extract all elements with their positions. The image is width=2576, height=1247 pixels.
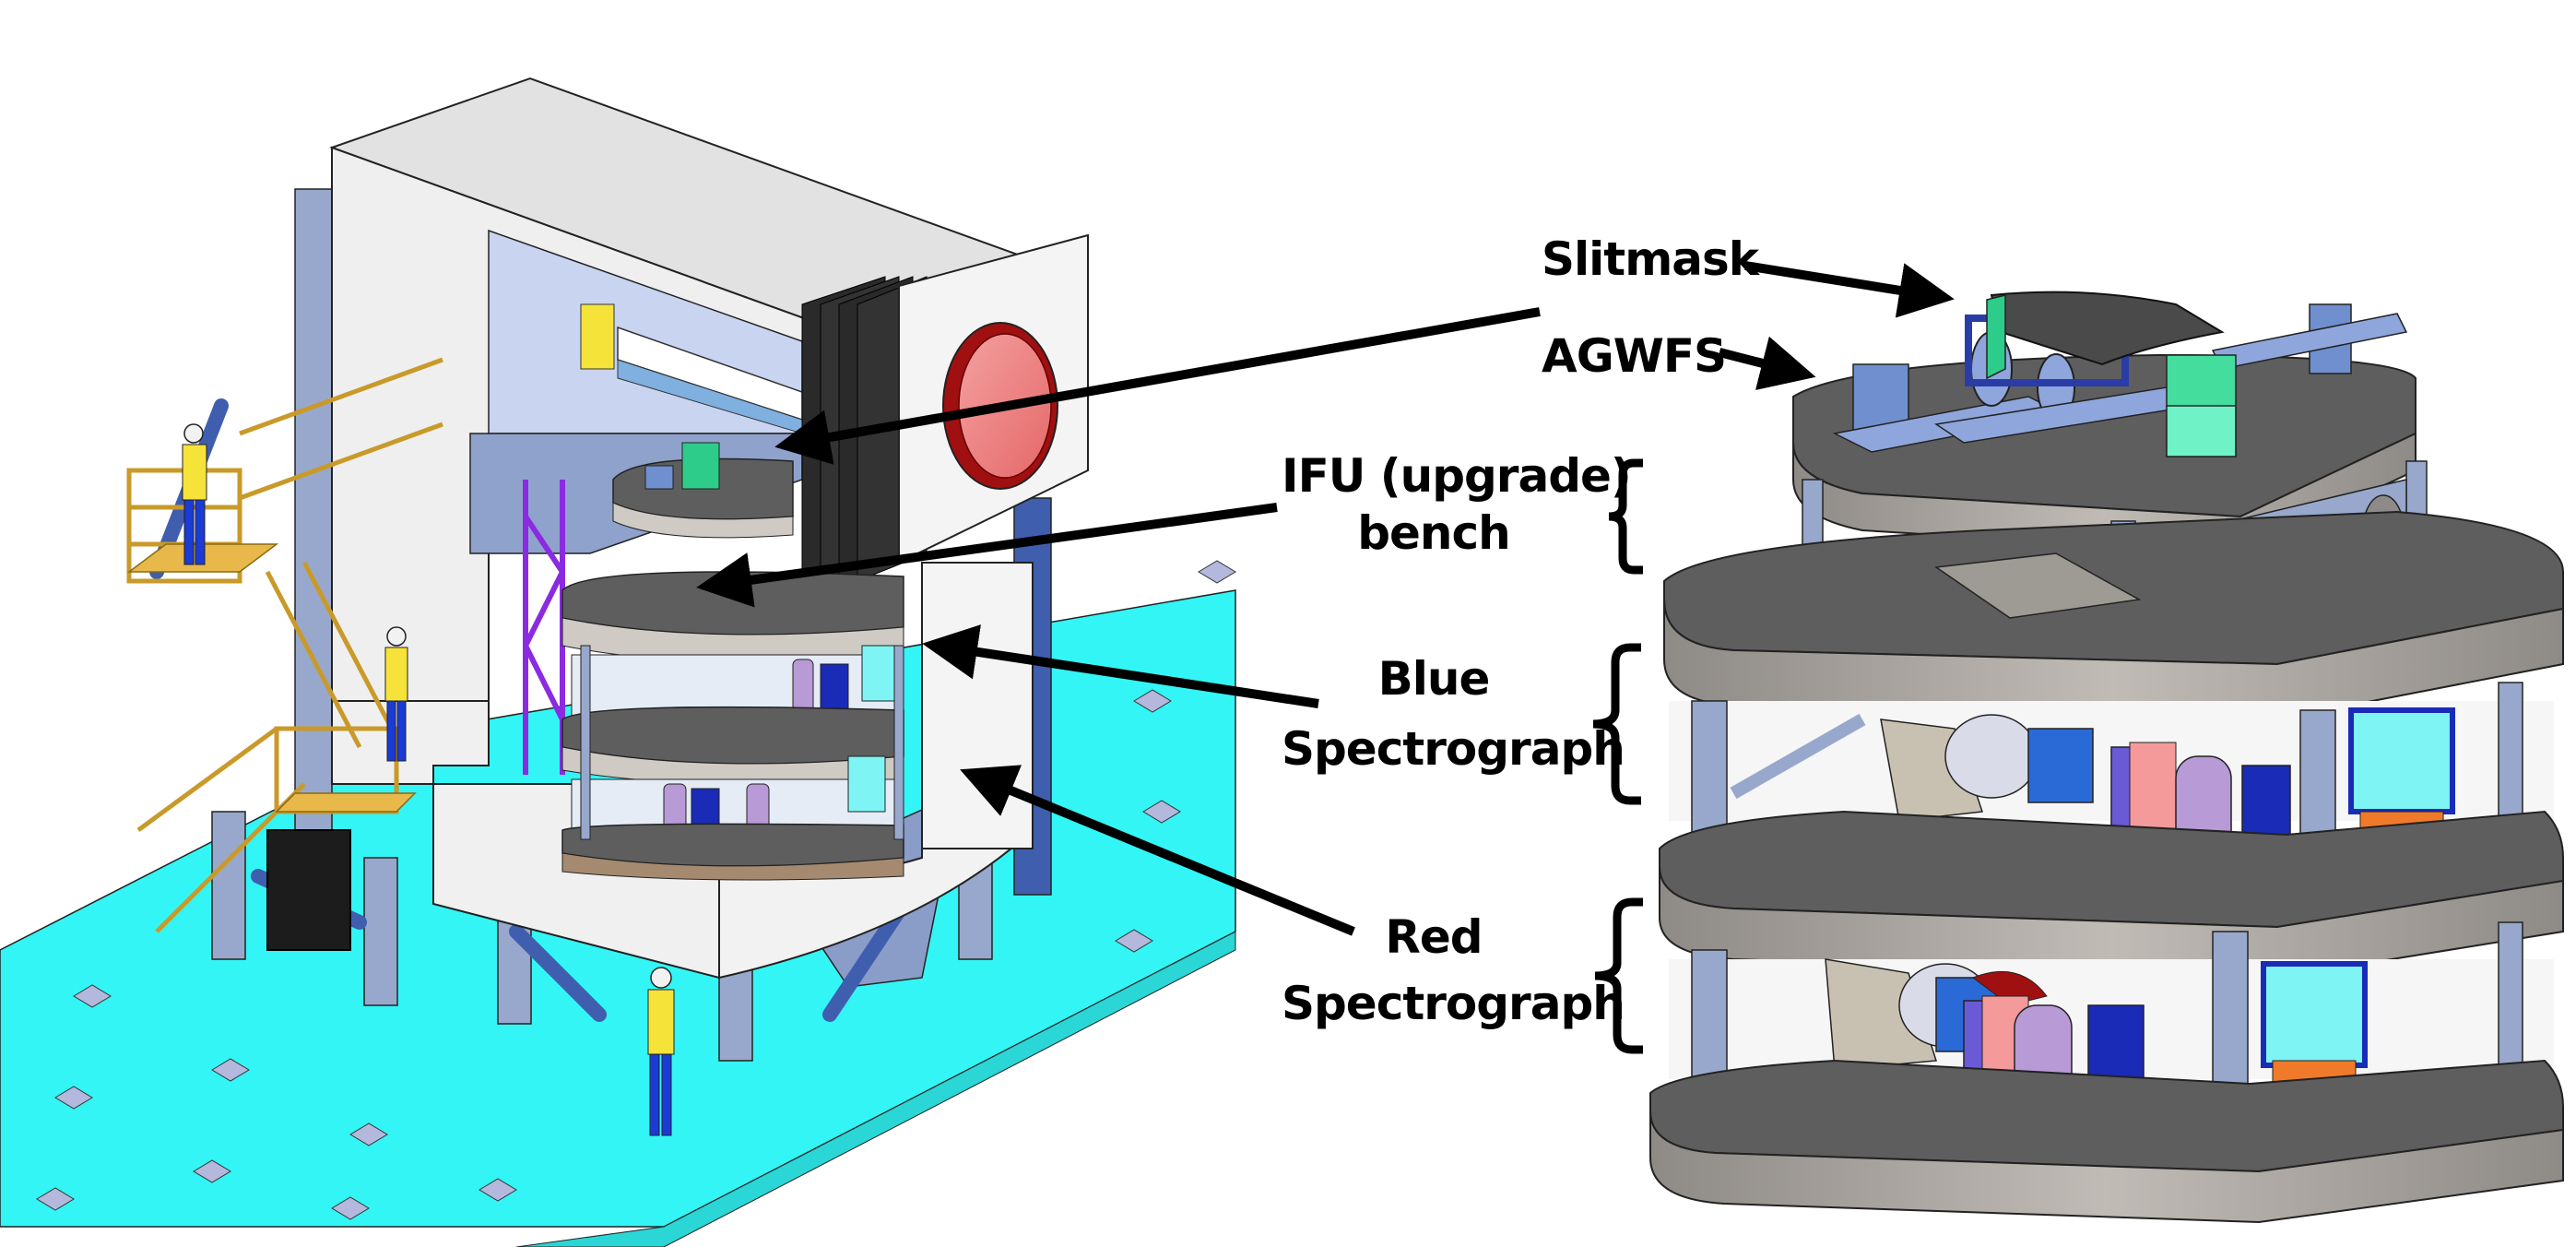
callout-arrows xyxy=(696,261,1955,936)
label-agwfs: AGWFS xyxy=(1542,327,1727,385)
label-blue-line1: Blue xyxy=(1377,652,1491,706)
label-blue-line2: Spectrograph xyxy=(1282,722,1625,776)
slitmask-green-housing xyxy=(1986,294,2006,380)
right-pillar xyxy=(921,562,1034,849)
brace-red xyxy=(1594,897,1643,1054)
person-upper-platform xyxy=(182,423,207,565)
label-red-spectrograph: Red Spectrograph xyxy=(1282,909,1625,1032)
enclosure-lower-body xyxy=(331,700,720,980)
label-braces xyxy=(1592,458,1643,1054)
middle-bench xyxy=(1659,810,2564,980)
arrow-slitmask-right xyxy=(1744,261,1955,318)
arrow-agwfs xyxy=(1718,336,1816,390)
label-red-line1: Red xyxy=(1385,910,1483,964)
ifu-bench xyxy=(1663,510,2564,721)
brace-ifu xyxy=(1608,458,1643,575)
right-bench-stack-view xyxy=(1649,291,2564,1224)
label-ifu-line1: IFU (upgrade) xyxy=(1282,449,1632,503)
lower-landing xyxy=(275,792,417,813)
label-ifu-bench: IFU (upgrade) bench xyxy=(1282,447,1632,562)
label-ifu-line2: bench xyxy=(1357,506,1511,560)
bottom-bench xyxy=(1649,1059,2564,1224)
brace-blue xyxy=(1592,643,1641,805)
label-agwfs-text: AGWFS xyxy=(1542,329,1727,383)
label-blue-spectrograph: Blue Spectrograph xyxy=(1282,650,1625,778)
access-stairs xyxy=(126,357,443,933)
slitmask-exchanger xyxy=(580,303,803,434)
floor-tiles xyxy=(36,560,1236,1220)
arrow-red-left xyxy=(960,765,1355,936)
floor-edge xyxy=(515,931,1236,1247)
elevator-frame xyxy=(266,829,351,951)
label-slitmask: Slitmask xyxy=(1542,231,1759,288)
left-bench-stack xyxy=(561,442,904,881)
person-middle-stairs xyxy=(384,626,408,762)
person-floor xyxy=(647,967,675,1136)
arrow-slitmask-left xyxy=(774,307,1541,465)
label-red-line2: Spectrograph xyxy=(1282,977,1625,1030)
arrow-blue-left xyxy=(922,624,1319,708)
slitmask-curved-mask xyxy=(1990,291,2225,366)
label-slitmask-text: Slitmask xyxy=(1542,232,1759,286)
arrow-ifu-left xyxy=(696,503,1278,608)
agwfs-bench xyxy=(1792,291,2416,555)
